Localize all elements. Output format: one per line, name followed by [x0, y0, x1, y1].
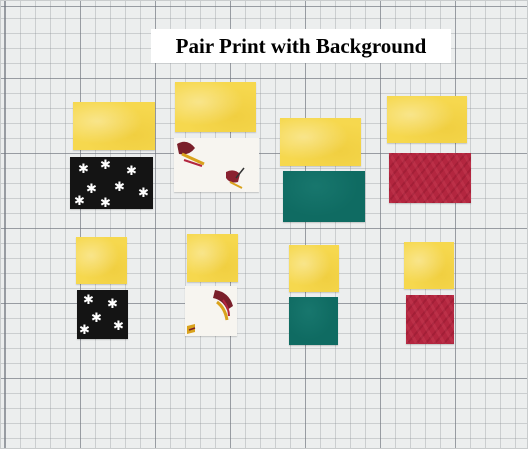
- star-icon: ✱: [91, 312, 102, 325]
- black-star-print-patch: ✱ ✱ ✱ ✱ ✱ ✱ ✱ ✱: [70, 157, 153, 209]
- red-print-patch: [406, 295, 454, 344]
- star-icon: ✱: [107, 298, 118, 311]
- white-novelty-print-patch: [174, 138, 259, 192]
- novelty-motif: [174, 138, 259, 192]
- yellow-background-patch: [187, 234, 238, 282]
- star-icon: ✱: [114, 181, 125, 194]
- star-icon: ✱: [100, 197, 111, 209]
- star-icon: ✱: [113, 320, 124, 333]
- black-star-print-patch: ✱ ✱ ✱ ✱ ✱: [77, 290, 128, 339]
- yellow-background-patch: [175, 82, 256, 132]
- title-banner: Pair Print with Background: [151, 29, 451, 63]
- yellow-background-patch: [404, 242, 454, 289]
- star-icon: ✱: [86, 183, 97, 196]
- yellow-background-patch: [73, 102, 155, 150]
- white-novelty-print-patch: [185, 286, 237, 336]
- teal-print-patch: [289, 297, 338, 345]
- teal-print-patch: [283, 171, 365, 222]
- yellow-background-patch: [280, 118, 361, 166]
- star-icon: ✱: [78, 163, 89, 176]
- star-icon: ✱: [126, 165, 137, 178]
- yellow-background-patch: [289, 245, 339, 292]
- star-icon: ✱: [79, 324, 90, 337]
- star-icon: ✱: [74, 195, 85, 208]
- star-icon: ✱: [83, 294, 94, 307]
- yellow-background-patch: [76, 237, 127, 284]
- star-icon: ✱: [138, 187, 149, 200]
- star-icon: ✱: [100, 159, 111, 172]
- yellow-background-patch: [387, 96, 467, 143]
- page-title: Pair Print with Background: [176, 34, 427, 59]
- novelty-motif: [185, 286, 237, 336]
- red-print-patch: [389, 153, 471, 203]
